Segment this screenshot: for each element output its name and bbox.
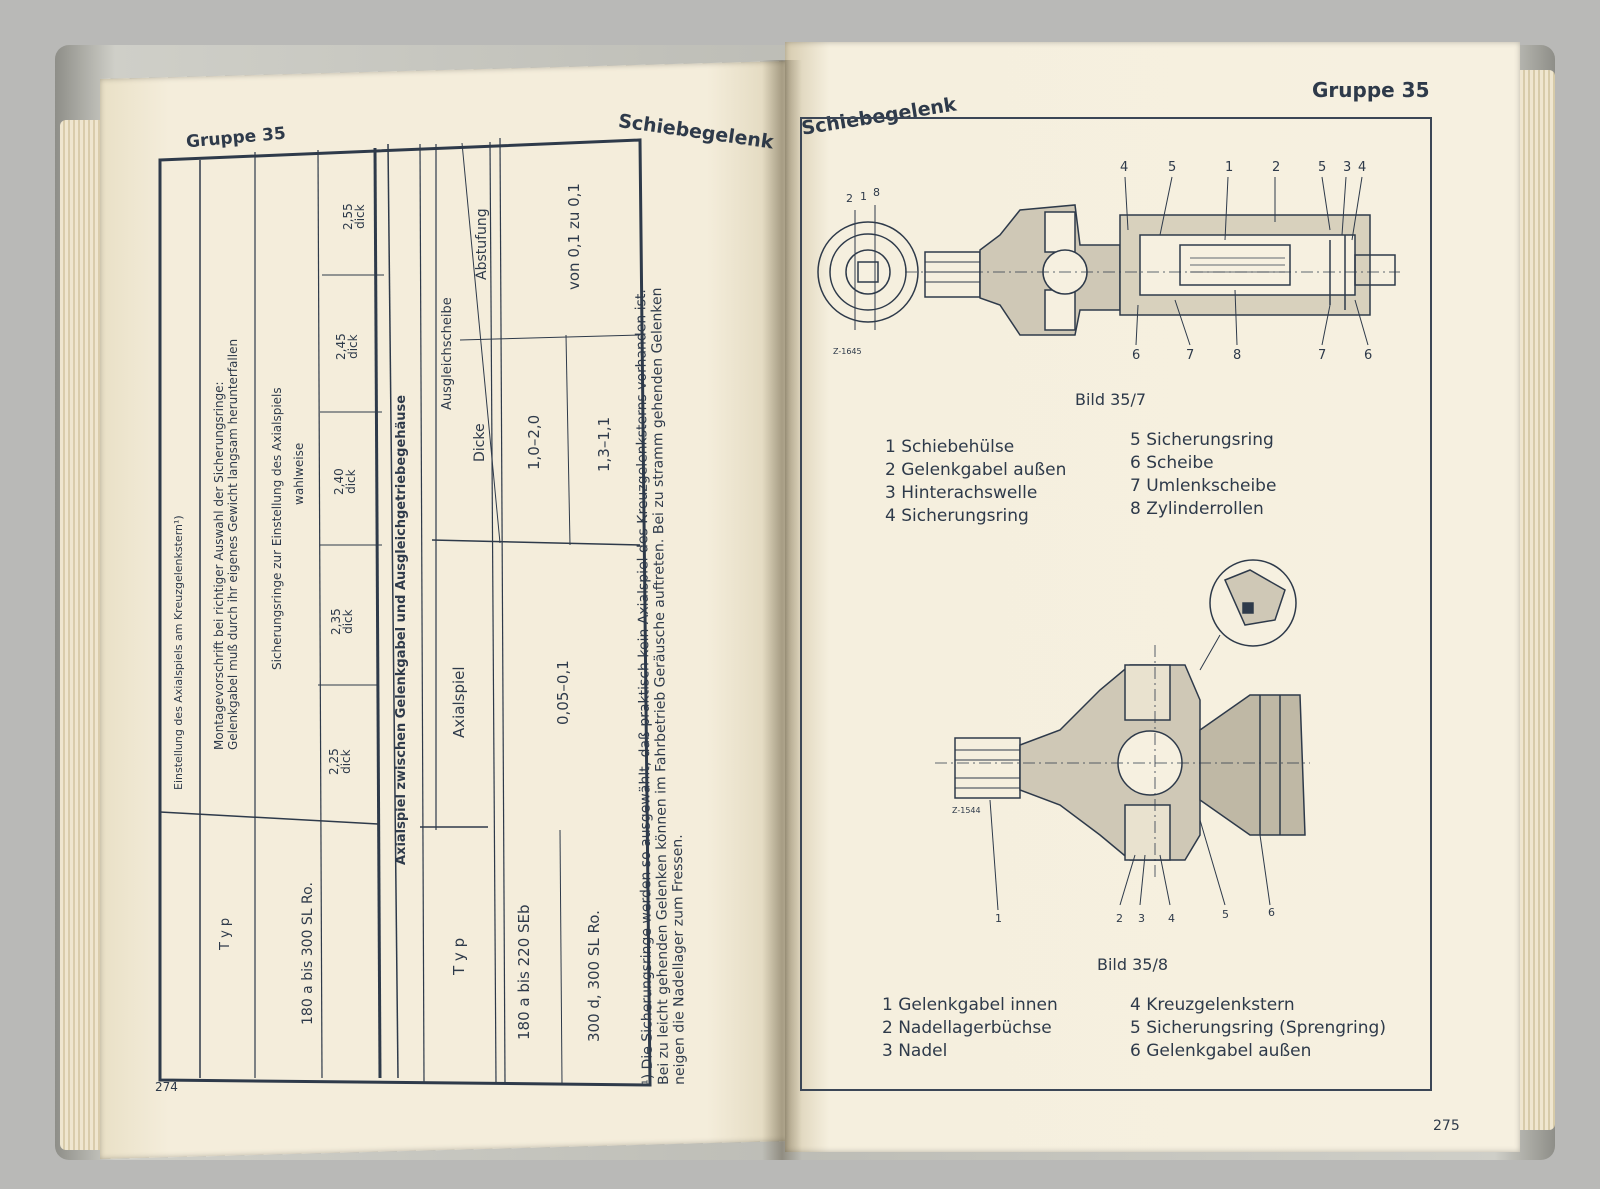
fig2-num-bottom: 4 [1168, 912, 1175, 925]
fig2-legend-item: 3 Nadel [882, 1041, 948, 1061]
fig1-num-top: 2 [1272, 160, 1281, 175]
fig1-legend-item: 6 Scheibe [1130, 453, 1214, 473]
fig1-legend-item: 3 Hinterachswelle [885, 483, 1038, 503]
gutter-shadow [762, 60, 802, 1160]
fig1-legend-item: 1 Schiebehülse [885, 437, 1015, 457]
fig2-legend-item: 6 Gelenkgabel außen [1130, 1041, 1312, 1061]
fig1-small-num: 8 [873, 186, 880, 199]
fig2-num-bottom: 6 [1268, 906, 1275, 919]
fig2-num-bottom: 2 [1116, 912, 1123, 925]
left-page-number: 274 [155, 1080, 178, 1094]
fig1-num-top: 4 [1120, 160, 1129, 175]
right-group-label: Gruppe 35 [1312, 78, 1430, 102]
fig2-num-bottom: 5 [1222, 908, 1229, 921]
fig2-code: Z-1544 [952, 806, 981, 815]
right-figure-frame [800, 117, 1432, 1091]
fig1-legend-item: 8 Zylinderrollen [1130, 499, 1264, 519]
fig1-code: Z-1645 [833, 347, 862, 356]
fig2-legend-item: 1 Gelenkgabel innen [882, 995, 1058, 1015]
fig1-legend-item: 7 Umlenkscheibe [1130, 476, 1277, 496]
fig1-num-bottom: 7 [1186, 348, 1195, 363]
fig1-num-top: 1 [1225, 160, 1234, 175]
fig1-num-top: 3 [1343, 160, 1352, 175]
fig2-num-bottom: 1 [995, 912, 1002, 925]
fig1-num-bottom: 6 [1132, 348, 1141, 363]
fig2-legend-item: 5 Sicherungsring (Sprengring) [1130, 1018, 1386, 1038]
fig2-caption: Bild 35/8 [1097, 955, 1169, 974]
fig1-small-num: 2 [846, 192, 853, 205]
fig2-legend-item: 4 Kreuzgelenkstern [1130, 995, 1295, 1015]
fig1-num-bottom: 7 [1318, 348, 1327, 363]
fig1-caption: Bild 35/7 [1075, 390, 1147, 409]
fig1-num-top: 5 [1168, 160, 1177, 175]
fig2-num-bottom: 3 [1138, 912, 1145, 925]
fig1-num-bottom: 8 [1233, 348, 1242, 363]
fig1-num-top: 4 [1358, 160, 1367, 175]
fig1-num-top: 5 [1318, 160, 1327, 175]
fig2-legend-item: 2 Nadellagerbüchse [882, 1018, 1052, 1038]
fig1-legend-item: 4 Sicherungsring [885, 506, 1029, 526]
fig1-small-num: 1 [860, 190, 867, 203]
right-page-number: 275 [1433, 1118, 1460, 1134]
fig1-num-bottom: 6 [1364, 348, 1373, 363]
fig1-legend-item: 5 Sicherungsring [1130, 430, 1274, 450]
fig1-legend-item: 2 Gelenkgabel außen [885, 460, 1067, 480]
